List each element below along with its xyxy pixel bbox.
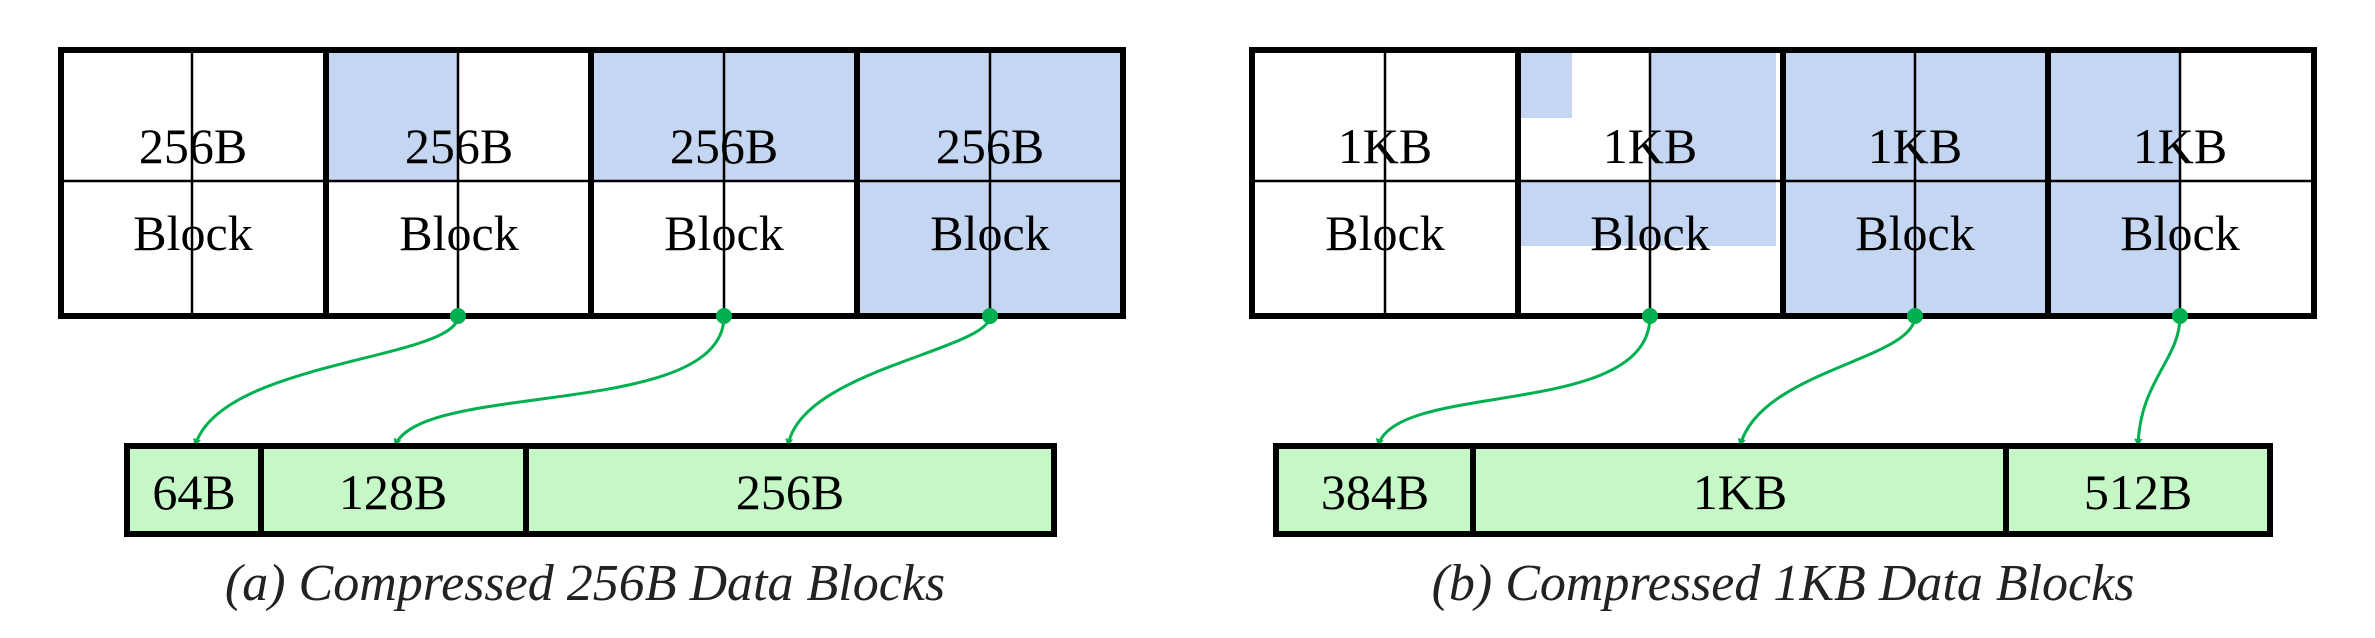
block-a4-size-label: 256B xyxy=(936,118,1044,174)
compressed-a-128b-cell xyxy=(261,446,526,534)
panel-a-block-labels: 256B Block 256B Block 256B Block 256B Bl… xyxy=(133,118,1049,261)
panel-a-grid xyxy=(58,47,1126,319)
block-b2-used-bottom xyxy=(1518,181,1776,246)
arrow-a4-origin-dot xyxy=(982,308,998,324)
compressed-b-512b-cell xyxy=(2006,446,2270,534)
block-a2-used-region xyxy=(326,50,457,180)
block-a3-size-label: 256B xyxy=(670,118,778,174)
block-b2-used-top xyxy=(1518,50,1572,118)
block-b3-size-label: 1KB xyxy=(1868,118,1962,174)
panel-a-compressed-row: 64B 128B 256B xyxy=(124,443,1057,537)
block-b4-used-region xyxy=(2048,50,2180,316)
block-a3-type-label: Block xyxy=(664,205,783,261)
block-b4-size-label: 1KB xyxy=(2133,118,2227,174)
block-b3-type-label: Block xyxy=(1855,205,1974,261)
panel-b: 1KB Block 1KB Block 1KB Block 1KB Block xyxy=(1249,47,2317,612)
arrow-b2-origin-dot xyxy=(1642,308,1658,324)
arrow-a2-origin-dot xyxy=(450,308,466,324)
compressed-a-64b-label: 64B xyxy=(152,464,235,520)
compressed-b-512b-label: 512B xyxy=(2084,464,2192,520)
panel-b-arrows xyxy=(1375,308,2188,447)
block-b1-size-label: 1KB xyxy=(1338,118,1432,174)
compressed-b-384b-cell xyxy=(1276,446,1473,534)
compressed-b-1kb-cell xyxy=(1473,446,2006,534)
arrow-b3-origin-dot xyxy=(1907,308,1923,324)
panel-a-arrows xyxy=(193,308,998,447)
panel-b-block-labels: 1KB Block 1KB Block 1KB Block 1KB Block xyxy=(1325,118,2239,261)
compressed-a-128b-label: 128B xyxy=(339,464,447,520)
block-b2-size-label: 1KB xyxy=(1603,118,1697,174)
block-a2-type-label: Block xyxy=(399,205,518,261)
arrow-a4-to-256b xyxy=(785,315,992,447)
block-b1-type-label: Block xyxy=(1325,205,1444,261)
arrow-a3-origin-dot xyxy=(716,308,732,324)
block-b4-type-label: Block xyxy=(2120,205,2239,261)
panel-b-block-array xyxy=(1249,47,2317,319)
panel-b-usage-shading xyxy=(1518,50,2180,316)
panel-b-grid xyxy=(1249,47,2317,319)
block-b2-type-label: Block xyxy=(1590,205,1709,261)
arrow-a3-to-128b xyxy=(393,315,726,447)
compressed-a-64b-cell xyxy=(127,446,261,534)
block-a4-type-label: Block xyxy=(930,205,1049,261)
block-a2-size-label: 256B xyxy=(405,118,513,174)
arrow-b4-to-512b xyxy=(2134,315,2182,447)
caption-b: (b) Compressed 1KB Data Blocks xyxy=(1432,555,2135,612)
arrow-b2-to-384b xyxy=(1375,315,1652,447)
compressed-b-1kb-label: 1KB xyxy=(1693,464,1787,520)
block-a1-type-label: Block xyxy=(133,205,252,261)
arrow-a2-to-64b xyxy=(193,315,460,447)
caption-a: (a) Compressed 256B Data Blocks xyxy=(225,555,945,612)
panel-a: 256B Block 256B Block 256B Block 256B Bl… xyxy=(58,47,1126,612)
block-a1-size-label: 256B xyxy=(139,118,247,174)
arrow-b3-to-1kb xyxy=(1737,315,1917,447)
compressed-a-256b-cell xyxy=(526,446,1054,534)
panel-a-block-array xyxy=(58,47,1126,319)
compressed-a-256b-label: 256B xyxy=(736,464,844,520)
compressed-b-384b-label: 384B xyxy=(1321,464,1429,520)
panel-b-compressed-row: 384B 1KB 512B xyxy=(1273,443,2273,537)
arrow-b4-origin-dot xyxy=(2172,308,2188,324)
